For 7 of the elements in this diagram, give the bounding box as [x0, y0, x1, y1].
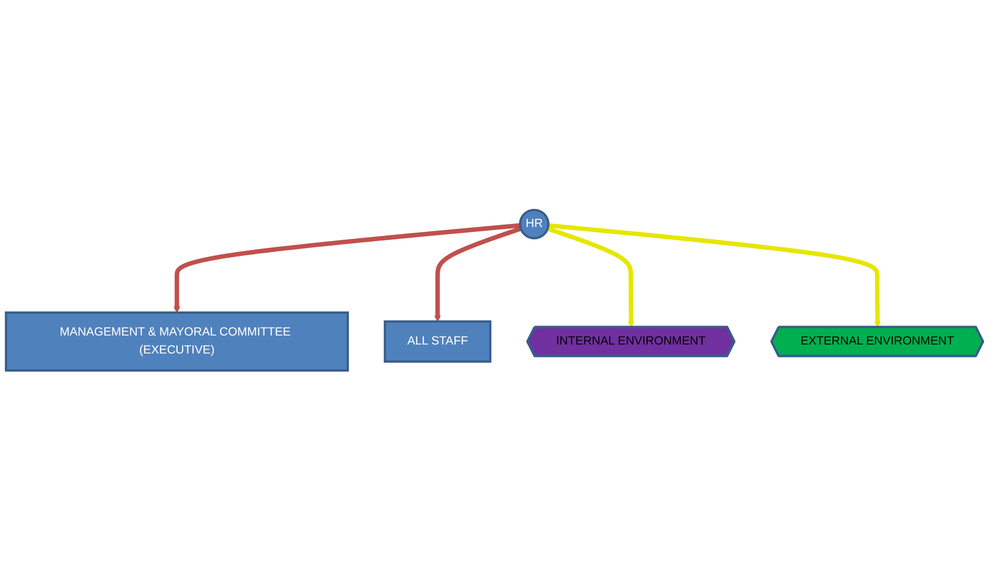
arrow [546, 226, 634, 328]
arrow [174, 222, 520, 313]
node-box: MANAGEMENT & MAYORAL COMMITTEE (EXECUTIVE) [4, 311, 349, 372]
arrow [548, 223, 881, 328]
node-circle: HR [518, 208, 550, 240]
arrow [434, 226, 522, 322]
node-box: ALL STAFF [384, 320, 492, 362]
